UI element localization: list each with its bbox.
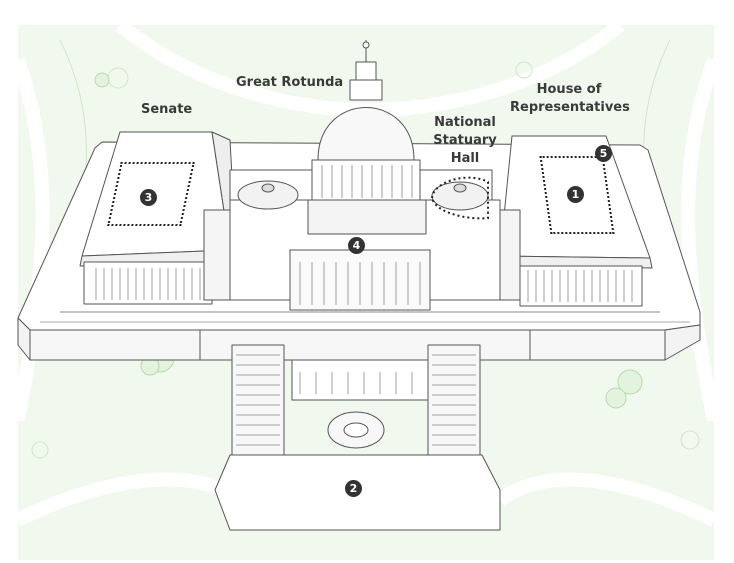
statuary-label-line2: Statuary <box>433 133 497 148</box>
house-label-line2: Representatives <box>510 100 630 115</box>
statuary-label-line1: National <box>434 115 496 130</box>
column-hatching <box>95 165 633 446</box>
marker-5: 5 <box>595 145 612 162</box>
great-rotunda-label: Great Rotunda <box>236 75 344 90</box>
house-label-line1: House of <box>536 82 602 97</box>
marker-4: 4 <box>348 237 365 254</box>
marker-2: 2 <box>345 480 362 497</box>
senate-label: Senate <box>141 102 193 117</box>
statuary-hall-label: National Statuary Hall <box>430 114 500 168</box>
statuary-label-line3: Hall <box>450 151 480 166</box>
statuary-hall-outline <box>430 176 489 220</box>
house-label: House of Representatives <box>510 81 630 117</box>
marker-3: 3 <box>140 189 157 206</box>
marker-1: 1 <box>567 186 584 203</box>
